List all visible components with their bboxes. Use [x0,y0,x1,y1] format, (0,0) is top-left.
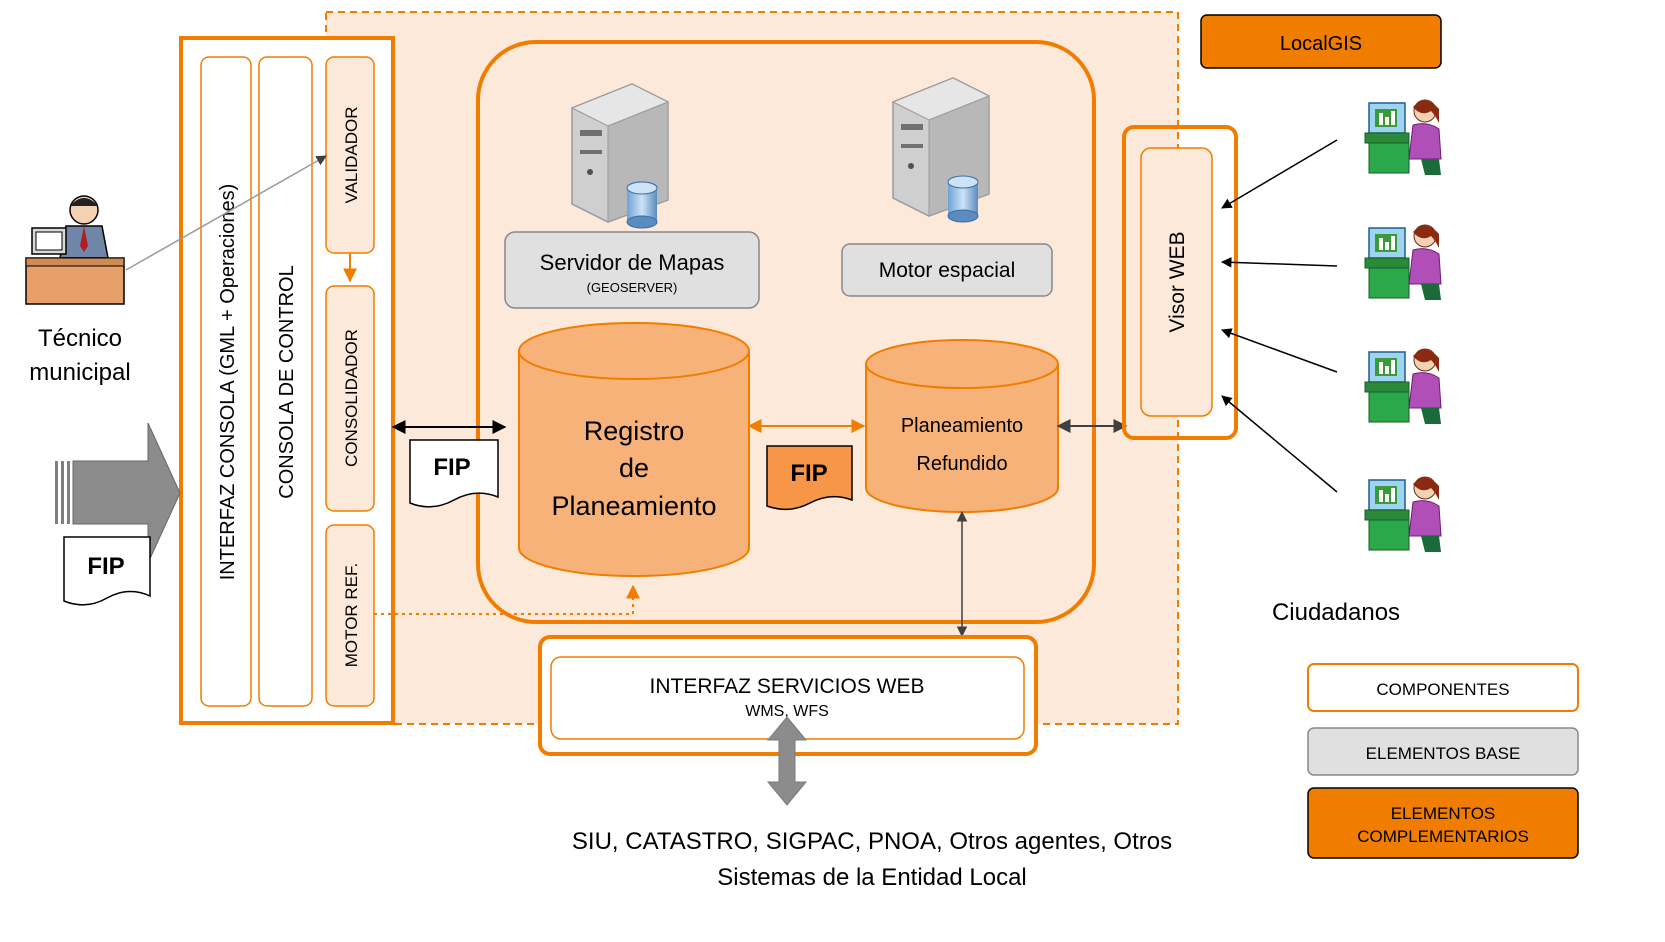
servidor-mapas-box [504,231,760,309]
motor-ref-label: MOTOR REF. [342,563,361,668]
registro-planeamiento-cylinder [518,322,750,577]
consola-control-box [258,56,313,707]
legend-elementos-complementarios-box [1307,787,1579,859]
legend-componentes-box [1307,663,1579,712]
consolidador-label: CONSOLIDADOR [342,329,361,467]
legend-elementos-complementarios-label-2: COMPLEMENTARIOS [1357,827,1529,846]
citizen-arrow-4 [1221,395,1338,493]
servicios-web-subtitle: WMS, WFS [745,703,829,720]
citizen-icon [1364,476,1442,552]
registro-label-1: Registro [584,416,685,446]
refundido-label-2: Refundido [916,453,1007,475]
citizen-arrow-3 [1221,328,1338,373]
citizen-arrow-1 [1221,139,1338,209]
ciudadanos-label: Ciudadanos [1272,599,1400,626]
visor-web-outer [1122,125,1238,440]
interfaz-consola-label: INTERFAZ CONSOLA (GML + Operaciones) [217,184,239,581]
geoserver-label: (GEOSERVER) [587,280,678,295]
citizen-arrow-2 [1220,257,1338,268]
spatial-engine-server-icon [891,77,991,223]
tecnico-label-1: Técnico [38,325,122,352]
refundido-label-1: Planeamiento [901,415,1023,437]
planeamiento-refundido-cylinder [865,339,1059,513]
fip-console-label: FIP [433,454,470,481]
visor-web-inner [1140,147,1213,417]
core-region [476,40,1096,624]
citizen-icon [1364,348,1442,424]
tecnico-municipal-icon [25,195,125,305]
consolidador-box [325,285,375,512]
fip-document-input [63,536,151,606]
fip-input-arrow [55,422,181,564]
fip-core-label: FIP [790,460,827,487]
legend-componentes-label: COMPONENTES [1376,680,1509,699]
external-double-arrow [766,716,808,806]
external-systems-line1: SIU, CATASTRO, SIGPAC, PNOA, Otros agent… [572,828,1172,855]
legend-localgis-box [1200,14,1442,69]
legend-localgis-label: LocalGIS [1280,33,1362,55]
motor-espacial-label: Motor espacial [879,259,1016,282]
tecnico-label-2: municipal [29,359,130,386]
registro-label-2: de [619,453,649,483]
motor-ref-box [325,524,375,707]
legend-elementos-base-box [1307,727,1579,776]
motor-espacial-box [841,243,1053,297]
citizen-icon [1364,99,1442,175]
tecnico-validador-line [125,155,327,271]
legend-elementos-complementarios-label-1: ELEMENTOS [1391,804,1496,823]
motor-ref-registro-dotted [374,584,640,615]
servidor-mapas-label: Servidor de Mapas [540,250,725,275]
fip-document-core [766,445,853,511]
citizen-icon [1364,224,1442,300]
validador-label: VALIDADOR [342,107,361,204]
map-server-icon [570,83,670,229]
external-systems-line2: Sistemas de la Entidad Local [717,864,1027,891]
fip-input-label: FIP [87,553,124,580]
interfaz-consola-box [200,56,252,707]
servicios-web-title: INTERFAZ SERVICIOS WEB [650,675,925,698]
registro-label-3: Planeamiento [551,491,716,521]
consola-control-label: CONSOLA DE CONTROL [276,265,298,498]
legend-elementos-base-label: ELEMENTOS BASE [1366,744,1521,763]
fip-document-console [409,439,499,508]
visor-web-label: Visor WEB [1166,231,1189,332]
